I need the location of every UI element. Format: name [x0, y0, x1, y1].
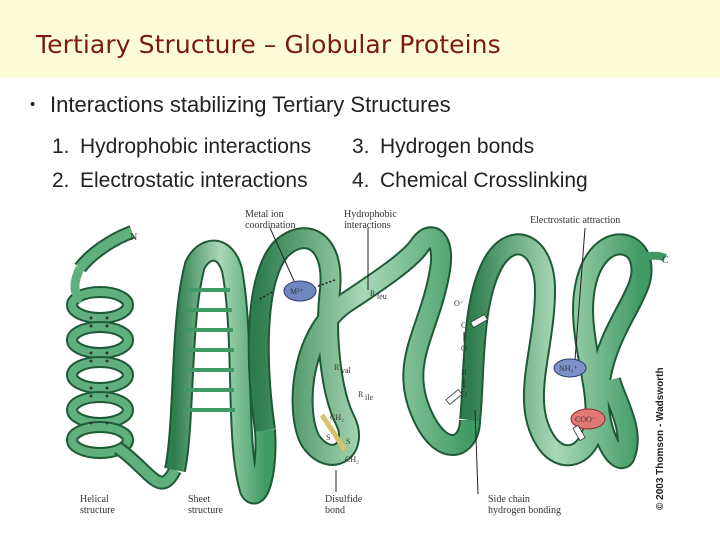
c-terminus: C [662, 255, 669, 266]
list-num: 2. [52, 169, 70, 192]
list-num: 4. [352, 169, 370, 192]
label-sheet-1: Sheet [188, 494, 210, 505]
label-disulfide-1: Disulfide [325, 494, 363, 505]
label-helical-2: structure [80, 505, 116, 516]
metal-ion-ellipse [283, 280, 317, 302]
title-bar: Tertiary Structure – Globular Proteins [0, 0, 720, 78]
r-ile-sub: ile [365, 393, 373, 402]
bullet-text: Interactions stabilizing Tertiary Struct… [50, 92, 451, 117]
r-leu-label: R [370, 289, 376, 298]
c-atom: C [461, 321, 466, 330]
s2-label: S [346, 437, 350, 446]
slide-title: Tertiary Structure – Globular Proteins [36, 30, 501, 59]
label-electro: Electrostatic attraction [530, 215, 620, 226]
metal-ion-group: M²⁺ [257, 227, 336, 302]
list-label: Electrostatic interactions [80, 169, 308, 192]
list-label: Chemical Crosslinking [380, 169, 588, 192]
list-item-1: 1. Hydrophobic interactions [52, 135, 311, 159]
list-item-2: 2. Electrostatic interactions [52, 169, 308, 193]
electrostatic-group: NH₃⁺ COO⁻ [553, 227, 606, 442]
label-hydro-1: Hydrophobic [344, 209, 397, 220]
nh3-ellipse [553, 358, 587, 378]
r-val-sub: val [341, 366, 352, 375]
right-ribbon [459, 233, 668, 469]
list-label: Hydrophobic interactions [80, 135, 312, 158]
r-ile-label: R [358, 390, 364, 399]
list-num: 3. [352, 135, 370, 158]
protein-diagram: M²⁺ R leu R val R ile CH₂ S S CH₂ O⁻ C O… [66, 209, 669, 516]
label-hydro-2: interactions [344, 220, 391, 231]
ch2-top: CH₂ [330, 413, 344, 422]
list-label: Hydrogen bonds [380, 135, 535, 158]
bullet-dot: • [30, 96, 36, 113]
r-leu-sub: leu [377, 292, 387, 301]
label-helical-1: Helical [80, 494, 109, 505]
sheet-ribbon [164, 239, 277, 505]
helix-ribbon [66, 225, 182, 490]
o-minus: O⁻ [454, 299, 464, 308]
n-terminus: N [130, 232, 137, 243]
list-item-4: 4. Chemical Crosslinking [352, 169, 588, 193]
o-atom: O [461, 344, 467, 353]
disulfide-group: CH₂ S S CH₂ [319, 413, 359, 492]
r-val-label: R [334, 363, 340, 372]
h-atom: H [461, 368, 467, 377]
middle-ribbon [247, 226, 481, 466]
copyright-text: © 2003 Thomson - Wadsworth [655, 367, 666, 510]
nh3-text: NH₃⁺ [559, 364, 578, 373]
label-sheet-2: structure [188, 505, 224, 516]
list-num: 1. [52, 135, 70, 158]
coo-ellipse [570, 408, 606, 430]
metal-ion-text: M²⁺ [290, 287, 304, 296]
bullet-heading: • Interactions stabilizing Tertiary Struc… [30, 92, 451, 118]
label-metal-2: coordination [245, 220, 296, 231]
label-disulfide-2: bond [325, 505, 345, 516]
hbond-group: O⁻ C O H O [445, 299, 488, 495]
s1-label: S [326, 433, 330, 442]
list-item-3: 3. Hydrogen bonds [352, 135, 534, 159]
label-sidechain-2: hydrogen bonding [488, 505, 561, 516]
label-sidechain-1: Side chain [488, 494, 530, 505]
ch2-bot: CH₂ [345, 455, 359, 464]
o-lower: O [461, 390, 467, 399]
coo-text: COO⁻ [575, 415, 596, 424]
label-metal-1: Metal ion [245, 209, 284, 220]
